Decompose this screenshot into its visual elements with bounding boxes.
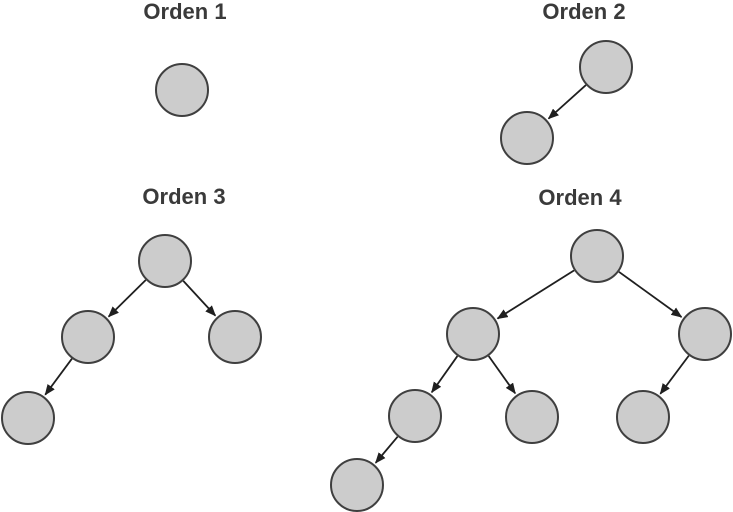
node-orden-3-right xyxy=(208,310,262,364)
node-orden-4-right-left xyxy=(616,390,670,444)
node-orden-4-left xyxy=(446,307,500,361)
tree-orden-4: Orden 4 xyxy=(330,185,732,512)
node-orden-4-right xyxy=(678,307,732,361)
node-orden-1-root xyxy=(155,63,209,117)
diagram-title-orden-3: Orden 3 xyxy=(142,184,225,209)
edge-orden-3-left-to-left-left xyxy=(44,358,73,396)
edge-orden-4-left-left-to-left-left-left xyxy=(374,436,399,464)
node-orden-2-root xyxy=(579,40,633,94)
tree-orden-3: Orden 3 xyxy=(1,184,262,445)
node-orden-2-left xyxy=(500,111,554,165)
tree-orden-1: Orden 1 xyxy=(143,0,227,117)
edge-orden-4-right-to-right-left xyxy=(659,355,690,395)
node-orden-4-left-left xyxy=(388,389,442,443)
edge-orden-3-root-to-left xyxy=(107,279,147,318)
diagram-title-orden-4: Orden 4 xyxy=(538,185,622,210)
diagram-title-orden-1: Orden 1 xyxy=(143,0,226,24)
tree-orden-2: Orden 2 xyxy=(500,0,633,165)
edge-orden-3-root-to-right xyxy=(182,280,217,317)
node-orden-4-left-right xyxy=(505,390,559,444)
edge-orden-4-root-to-right xyxy=(618,271,683,318)
diagram-title-orden-2: Orden 2 xyxy=(542,0,625,24)
edge-orden-4-left-to-left-right xyxy=(487,355,516,395)
node-orden-4-left-left-left xyxy=(330,458,384,512)
edge-orden-2-root-to-left xyxy=(547,84,587,120)
node-orden-3-root xyxy=(138,234,192,288)
edge-orden-4-left-to-left-left xyxy=(431,355,459,394)
node-orden-4-root xyxy=(570,229,624,283)
node-orden-3-left-left xyxy=(1,391,55,445)
edge-orden-4-root-to-left xyxy=(496,269,575,320)
node-orden-3-left xyxy=(61,310,115,364)
